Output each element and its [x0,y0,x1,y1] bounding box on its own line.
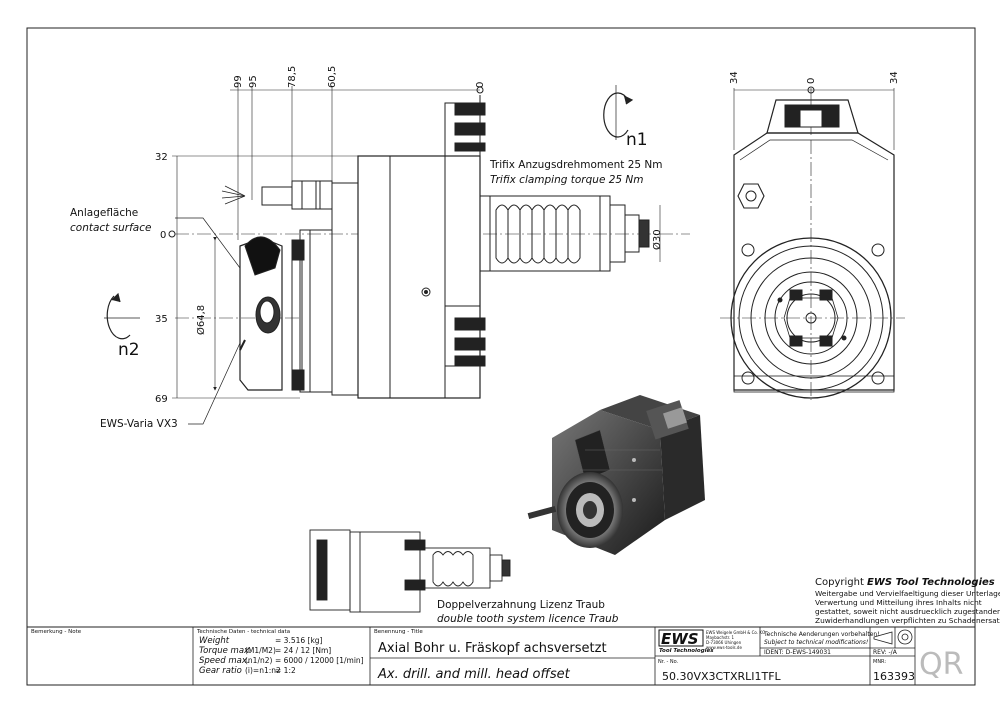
tech-row-weight-value: = 3.516 [kg] [275,636,323,645]
title-en: Ax. drill. and mill. head offset [377,667,571,682]
changes-de: Technische Aenderungen vorbehalten! [763,631,880,638]
side-view [168,86,690,425]
title-block-text: Bemerkung - Note Technische Daten - tech… [31,629,963,683]
callout-n1: n1 [626,130,648,150]
dim-top-78-5: 78,5 [287,66,298,88]
copyright-block: Copyright EWS Tool Technologies Weiterga… [815,577,1000,625]
dim-top-99: 99 [233,75,244,88]
qr-placeholder: QR [919,647,963,682]
callout-trifix-en: Trifix clamping torque 25 Nm [490,174,644,186]
company-line-4: www.ews-tools.de [706,645,742,650]
dim-diameter-64-8: Ø64,8 [195,305,207,335]
note-label: Bemerkung - Note [31,629,82,635]
tech-row-gear-value: = 1:2 [275,666,296,675]
ews-logo: EWS Tool Technologies [658,629,714,654]
dim-left-69: 69 [155,394,168,405]
copyright-line-1: Weitergabe und Vervielfaeltigung dieser … [815,589,1000,598]
tech-row-weight-label: Weight [199,636,230,646]
tech-row-speed-sub: (n1/n2) [245,656,273,665]
part-number: 50.30VX3CTXRLI1TFL [662,670,782,683]
front-view [720,86,905,400]
isometric-rendering [527,395,705,555]
callout-anlage-en: contact surface [70,222,151,234]
name-label: Benennung - Title [374,629,423,635]
tech-row-gear-sub: (i)=n1:n2 [245,666,281,675]
dim-top-60-5: 60,5 [327,66,338,88]
tech-row-speed-value: = 6000 / 12000 [1/min] [275,656,364,665]
nr-label: Nr. - No. [658,659,679,665]
company-line-2: Maybachstr. 1 [706,635,734,640]
dim-top-0: 0 [475,82,486,88]
dim-left-0: 0 [160,230,166,241]
dim-diameter-30: Ø30 [651,229,663,250]
company-line-3: D-73066 Uhingen [706,640,742,645]
rev: REV: -/A [873,649,898,656]
svg-text:Tool Technologies: Tool Technologies [659,648,714,654]
callout-doppel-en: double tooth system licence Traub [437,613,619,625]
dim-front-34-right: 34 [889,71,900,84]
title-de: Axial Bohr u. Fräskopf achsversetzt [378,641,607,656]
copyright-line-4: Zuwiderhandlungen verpflichten zu Schade… [815,616,1000,625]
mnr-label: MNR: [873,659,886,665]
tech-row-speed-label: Speed max. [199,656,250,666]
ident: IDENT: D-EWS-149031 [764,649,831,656]
bottom-small-view [309,529,511,613]
dimension-labels: 99 95 78,5 60,5 0 32 0 35 69 Ø64,8 Ø30 3… [155,66,900,405]
mnr-number: 163393 [873,670,915,683]
callout-n2: n2 [118,340,140,360]
callout-trifix-de: Trifix Anzugsdrehmoment 25 Nm [489,159,663,171]
copyright-line-3: gestattet, soweit nicht ausdruecklich zu… [815,607,1000,616]
rotation-arrow-n1-icon [603,85,634,140]
callout-anlage-de: Anlagefläche [70,207,138,219]
dim-top-95: 95 [248,75,259,88]
tech-row-torque-label: Torque max. [199,646,252,656]
rotation-arrow-n2-icon [104,292,140,340]
dim-front-0: 0 [806,78,817,84]
callouts: Anlagefläche contact surface EWS-Varia V… [70,130,663,625]
callout-varia: EWS-Varia VX3 [100,418,178,430]
dim-left-32: 32 [155,152,168,163]
tech-label: Technische Daten - technical data [196,629,290,635]
tech-row-gear-label: Gear ratio [199,666,242,676]
svg-text:EWS: EWS [661,630,699,648]
title-block [26,626,976,686]
tech-row-torque-value: = 24 / 12 [Nm] [275,646,331,655]
dim-front-34-left: 34 [729,71,740,84]
tech-row-torque-sub: (M1/M2) [245,646,276,655]
changes-en: Subject to technical modifications! [764,639,868,646]
company-line-1: EWS Weigele GmbH & Co. KG [706,630,765,635]
callout-doppel-de: Doppelverzahnung Lizenz Traub [437,599,605,611]
copyright-title: Copyright EWS Tool Technologies [815,577,995,588]
copyright-line-2: Verwertung und Mitteilung ihres Inhalts … [815,598,982,607]
dim-left-35: 35 [155,314,168,325]
